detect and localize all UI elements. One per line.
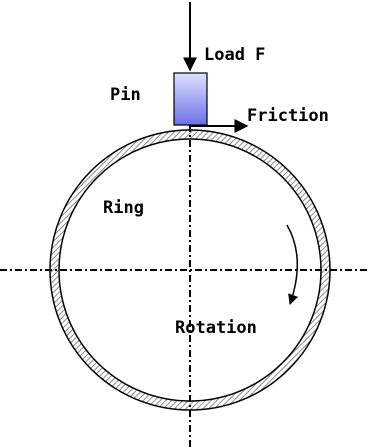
ring-label: Ring	[103, 198, 144, 218]
pin	[173, 72, 208, 126]
rotation-label: Rotation	[175, 318, 257, 338]
rotation-arrow	[286, 224, 299, 305]
pin-label: Pin	[110, 85, 141, 105]
load-label: Load F	[204, 45, 265, 65]
friction-label: Friction	[247, 106, 329, 126]
